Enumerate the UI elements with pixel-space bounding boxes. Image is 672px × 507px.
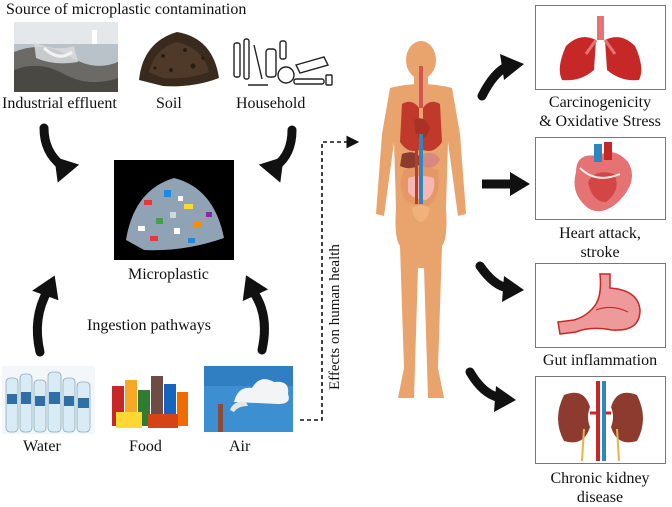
soil-label: Soil xyxy=(156,95,182,112)
carcinogenicity-label-2: & Oxidative Stress xyxy=(539,113,661,130)
household-label: Household xyxy=(236,95,306,112)
smokestack-air-photo xyxy=(204,366,293,432)
industrial-effluent-label: Industrial effluent xyxy=(2,95,117,112)
kidneys-box xyxy=(535,376,666,464)
arrow-to-heart xyxy=(482,172,530,196)
soil-photo xyxy=(133,22,223,92)
water-bottles-photo xyxy=(2,366,95,434)
gut-inflammation-label: Gut inflammation xyxy=(542,352,658,369)
kidneys-icon xyxy=(558,381,643,462)
arrow-to-lungs xyxy=(477,54,524,101)
household-items-drawing xyxy=(228,35,336,93)
heart-icon xyxy=(574,142,632,212)
arrow-water-to-microplastic xyxy=(32,275,59,357)
lungs-icon xyxy=(559,16,642,81)
carcinogenicity-label-1: Carcinogenicity xyxy=(548,94,652,111)
arrow-air-to-microplastic xyxy=(242,275,269,355)
kidney-disease-label-1: Chronic kidney xyxy=(550,470,650,487)
arrow-to-stomach xyxy=(475,261,524,302)
industrial-effluent-photo xyxy=(14,22,118,92)
microplastic-label: Microplastic xyxy=(128,266,209,283)
heart-attack-label-2: stroke xyxy=(580,244,620,261)
arrow-to-kidneys xyxy=(465,367,516,412)
food-label: Food xyxy=(129,438,162,455)
human-body-anatomy xyxy=(362,38,480,414)
ingestion-pathways-title: Ingestion pathways xyxy=(87,317,211,334)
microplastic-pile-photo xyxy=(114,160,234,260)
dashed-link-to-body xyxy=(300,135,360,421)
packaged-food-photo xyxy=(108,366,191,432)
stomach-icon xyxy=(557,273,641,335)
kidney-disease-label-2: disease xyxy=(576,489,624,506)
air-label: Air xyxy=(229,438,251,455)
heart-attack-label-1: Heart attack, xyxy=(559,225,641,242)
arrow-household-to-microplastic xyxy=(258,125,297,183)
heart-box xyxy=(535,137,666,220)
lungs-box xyxy=(535,5,666,90)
stomach-box xyxy=(535,263,666,348)
sources-title: Source of microplastic contamination xyxy=(6,1,247,18)
arrow-industrial-to-microplastic xyxy=(39,123,80,183)
water-label: Water xyxy=(23,438,61,455)
effects-on-human-health-label: Effects on human health xyxy=(327,244,343,390)
